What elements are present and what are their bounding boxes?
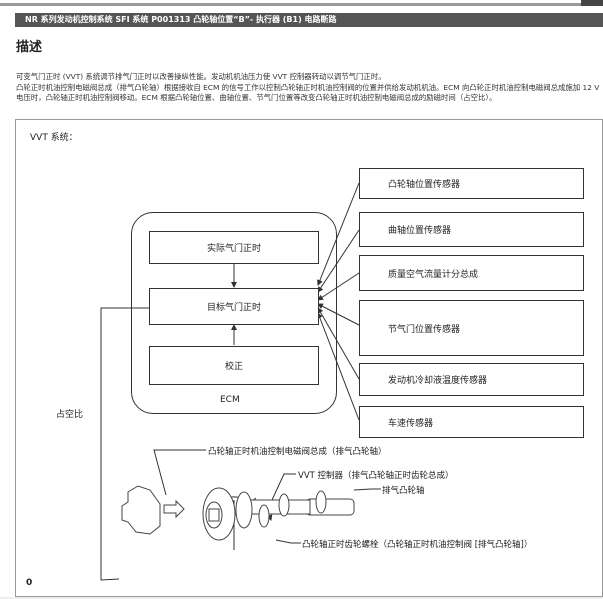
sensor-camshaft-position: 凸轮轴位置传感器 xyxy=(359,168,584,199)
ecm-block-target-timing: 目标气门正时 xyxy=(149,288,319,325)
top-corner-tab xyxy=(581,0,603,6)
sensor-throttle-position: 节气门位置传感器 xyxy=(359,300,584,356)
sensor-coolant-temperature: 发动机冷却液温度传感器 xyxy=(359,363,584,396)
diagram-title: VVT 系统： xyxy=(30,133,78,143)
vvt-system-diagram: VVT 系统： ECM 实际气门正时 目标气门正时 校正 凸轮轴位置传感器 曲轴… xyxy=(15,119,603,597)
ecm-block-actual-timing: 实际气门正时 xyxy=(149,231,319,264)
description-text: 可变气门正时 (VVT) 系统调节排气门正时以改善操纵性能。发动机机油压力使 V… xyxy=(16,72,601,104)
ecm-block-correction: 校正 xyxy=(149,346,319,385)
bottom-strip xyxy=(0,597,603,599)
callout-ocv-solenoid: 凸轮轴正时机油控制电磁阀总成（排气凸轮轴） xyxy=(208,447,387,457)
sensor-vehicle-speed: 车速传感器 xyxy=(359,406,584,438)
description-paragraph: 凸轮正时机油控制电磁阀总成（排气凸轮轴）根据接收自 ECM 的信号工作以控制凸轮… xyxy=(16,82,600,103)
sensor-mass-air-flow: 质量空气流量计分总成 xyxy=(359,255,584,291)
diagram-lines xyxy=(100,182,381,581)
callout-exhaust-camshaft: 排气凸轮轴 xyxy=(382,486,425,496)
callout-vvt-controller: VVT 控制器（排气凸轮轴正时齿轮总成） xyxy=(298,471,454,481)
ecm-box: ECM xyxy=(131,212,337,414)
page-header-bar: NR 系列发动机控制系统 SFI 系统 P001313 凸轮轴位置“B”- 执行… xyxy=(15,13,603,27)
ecm-label: ECM xyxy=(220,395,240,405)
duty-cycle-label: 占空比 xyxy=(56,410,84,420)
section-heading: 描述 xyxy=(16,40,43,55)
description-paragraph: 可变气门正时 (VVT) 系统调节排气门正时以改善操纵性能。发动机机油压力使 V… xyxy=(16,72,386,81)
figure-id: 0 xyxy=(26,578,33,588)
top-rule xyxy=(0,3,603,6)
callout-timing-gear-bolt: 凸轮轴正时齿轮螺栓（凸轮轴正时机油控制阀 [排气凸轮轴]） xyxy=(302,540,533,550)
sensor-crankshaft-position: 曲轴位置传感器 xyxy=(359,212,584,247)
